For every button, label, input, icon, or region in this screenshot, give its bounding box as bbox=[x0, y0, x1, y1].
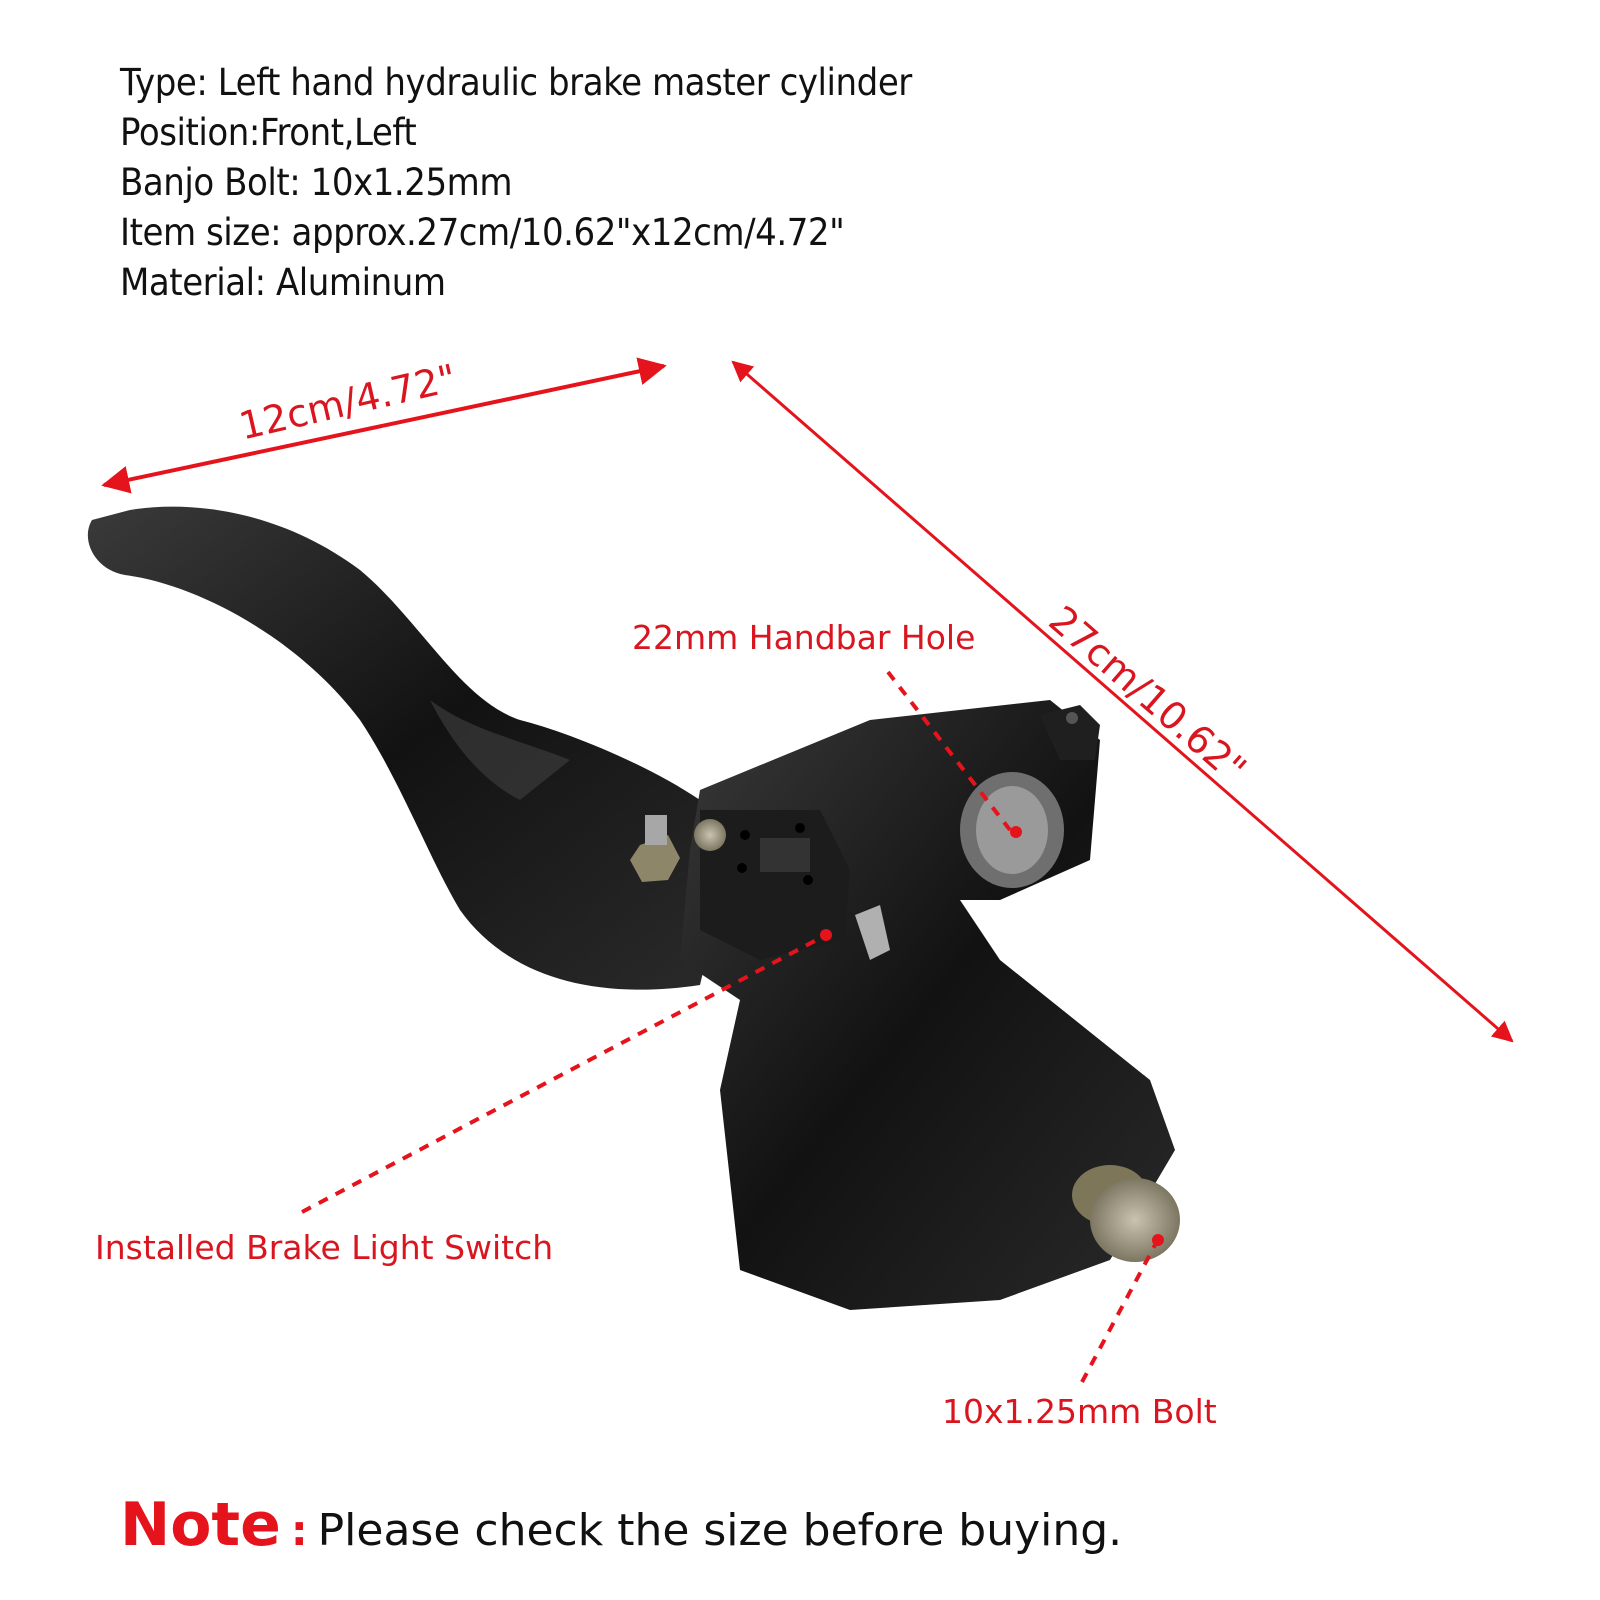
spec-list: Type: Left hand hydraulic brake master c… bbox=[120, 58, 981, 308]
note-banner: Note:Please check the size before buying… bbox=[120, 1490, 1122, 1560]
spec-type: Type: Left hand hydraulic brake master c… bbox=[120, 61, 912, 104]
bolt-label: 10x1.25mm Bolt bbox=[942, 1392, 1217, 1431]
spec-material: Material: Aluminum bbox=[120, 261, 446, 304]
spec-position: Position:Front,Left bbox=[120, 111, 417, 154]
width-dimension-arrow bbox=[101, 357, 667, 494]
switch-leader bbox=[301, 933, 827, 1214]
spec-banjo-bolt: Banjo Bolt: 10x1.25mm bbox=[120, 161, 513, 204]
brake-light-switch bbox=[630, 810, 890, 960]
note-key: Note bbox=[120, 1490, 281, 1560]
bolt-leader bbox=[1080, 1244, 1157, 1383]
spec-item-size: Item size: approx.27cm/10.62"x12cm/4.72" bbox=[120, 211, 845, 254]
length-dimension-arrow bbox=[731, 360, 1514, 1043]
note-colon: : bbox=[290, 1506, 308, 1555]
handbar-hole-label: 22mm Handbar Hole bbox=[632, 618, 976, 657]
brake-lever bbox=[87, 506, 720, 990]
brake-light-switch-label: Installed Brake Light Switch bbox=[95, 1228, 554, 1267]
handbar-hole-leader bbox=[886, 670, 1012, 832]
note-text: Please check the size before buying. bbox=[317, 1505, 1123, 1556]
